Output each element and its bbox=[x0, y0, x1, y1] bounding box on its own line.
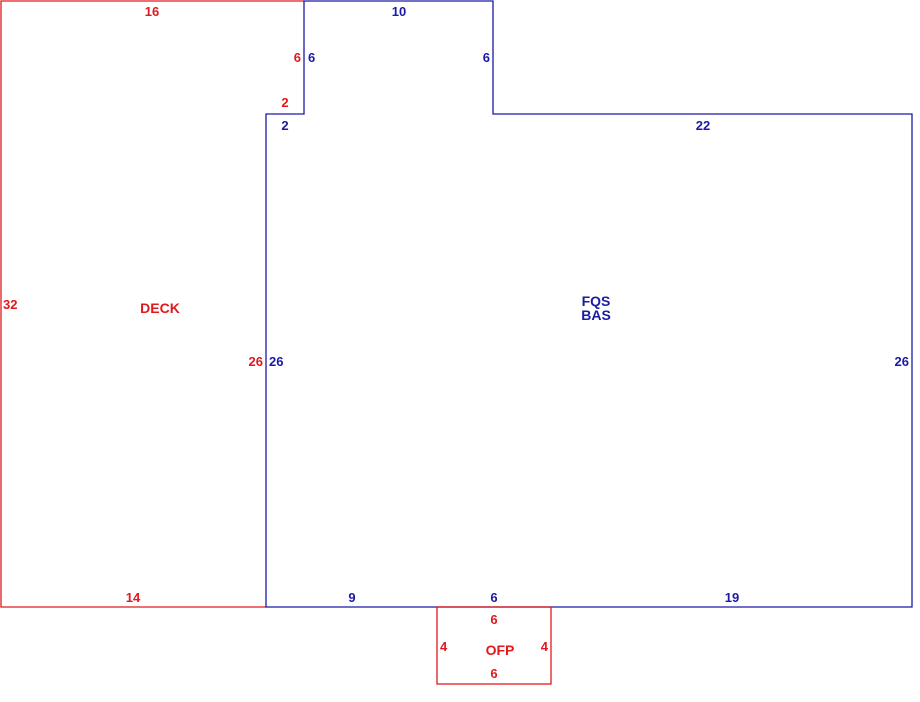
bas-area-label-fqs: FQS bbox=[582, 293, 611, 309]
deck-step-vertical-dimension: 6 bbox=[294, 50, 301, 65]
deck-inner-right-dimension: 26 bbox=[249, 354, 263, 369]
deck-outline bbox=[0, 0, 304, 608]
bas-outline bbox=[265, 0, 913, 608]
deck-bottom-dimension: 14 bbox=[126, 590, 141, 605]
deck-step-horizontal-dimension: 2 bbox=[281, 95, 288, 110]
bas-bottom-left-dimension: 9 bbox=[348, 590, 355, 605]
bas-area-label-bas: BAS bbox=[581, 307, 611, 323]
bas-left-dimension: 26 bbox=[269, 354, 283, 369]
deck-left-dimension: 32 bbox=[3, 297, 17, 312]
bas-top-dimension: 10 bbox=[392, 4, 406, 19]
bas-bottom-mid-dimension: 6 bbox=[490, 590, 497, 605]
ofp-outline bbox=[436, 606, 552, 685]
bas-bottom-right-dimension: 19 bbox=[725, 590, 739, 605]
bas-right-dimension: 26 bbox=[895, 354, 909, 369]
ofp-bottom-dimension: 6 bbox=[490, 666, 497, 681]
ofp-top-dimension: 6 bbox=[490, 612, 497, 627]
bas-upper-left-dimension: 6 bbox=[308, 50, 315, 65]
ofp-right-dimension: 4 bbox=[541, 639, 549, 654]
bas-upper-right-dimension: 6 bbox=[483, 50, 490, 65]
deck-top-dimension: 16 bbox=[145, 4, 159, 19]
deck-area-label: DECK bbox=[140, 300, 180, 316]
ofp-area-label: OFP bbox=[486, 642, 515, 658]
bas-right-top-dimension: 22 bbox=[696, 118, 710, 133]
bas-step-dimension: 2 bbox=[281, 118, 288, 133]
ofp-left-dimension: 4 bbox=[440, 639, 448, 654]
